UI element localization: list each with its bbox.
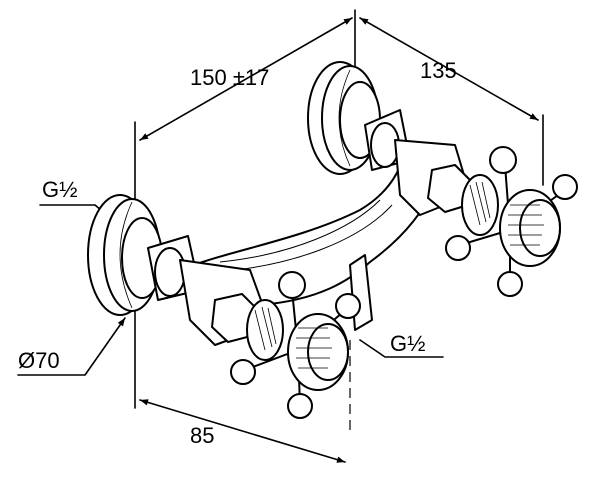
cross-handle-right [445, 146, 578, 297]
handle-knob-top-right [489, 146, 517, 174]
label-projection: 85 [190, 423, 214, 448]
label-width-between-centers: 150 ±17 [190, 65, 269, 90]
valve-right [394, 139, 499, 236]
handle-knob-left-left [230, 359, 256, 385]
valve-left [179, 259, 284, 361]
label-rosette-diameter: Ø70 [18, 348, 60, 373]
handle-knob-side-right [552, 174, 578, 200]
label-thread-outlet: G½ [390, 331, 425, 356]
handle-knob-side-left [335, 293, 361, 319]
dimension-lines [17, 9, 544, 463]
cross-handle-left [230, 271, 361, 419]
handle-knob-bottom-left [287, 393, 313, 419]
label-thread-inlet: G½ [42, 177, 77, 202]
dimension-line-projection [139, 399, 346, 463]
handle-knob-left-right [445, 235, 471, 261]
rosette-left [87, 194, 163, 316]
leader-rosette-diameter [17, 317, 126, 376]
dimension-line-depth [359, 17, 539, 121]
label-depth: 135 [420, 58, 457, 83]
leader-thread-outlet [359, 339, 444, 358]
handle-knob-bottom-right [497, 271, 523, 297]
dimension-line-width [139, 17, 353, 141]
handle-knob-top-left [278, 271, 306, 299]
